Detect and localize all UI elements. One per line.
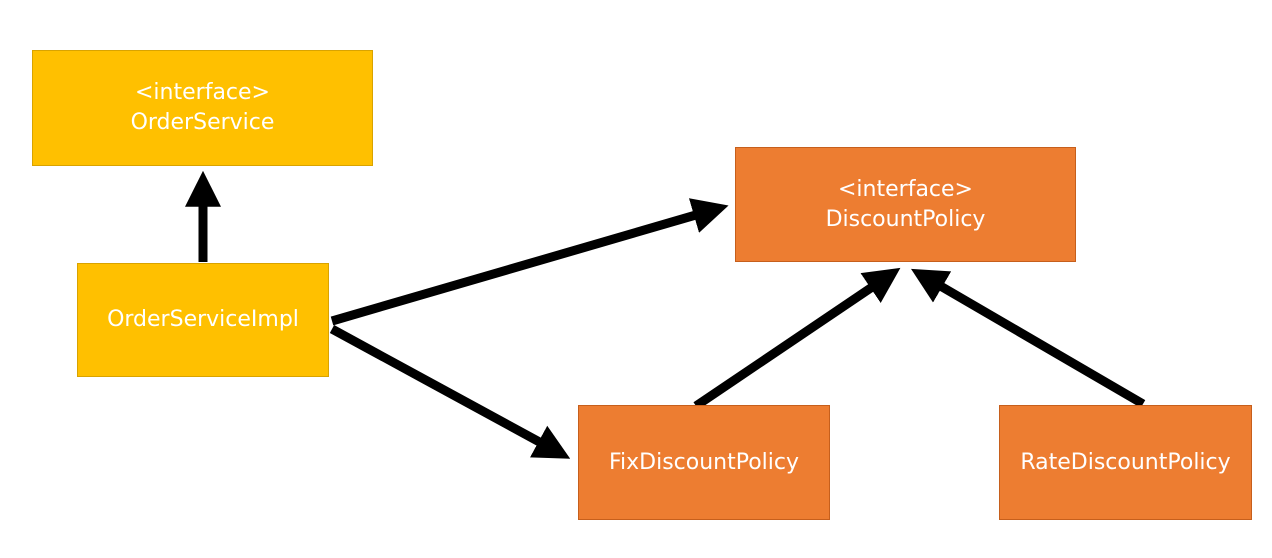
node-order-service-name: OrderService xyxy=(130,110,275,135)
node-rate-discount-policy-name: RateDiscountPolicy xyxy=(1020,449,1231,475)
node-discount-policy-stereotype: <interface> xyxy=(838,176,973,202)
node-order-service: <interface> OrderService xyxy=(32,50,373,166)
node-order-service-stereotype: <interface> xyxy=(135,80,270,105)
node-rate-discount-policy: RateDiscountPolicy xyxy=(999,405,1252,520)
node-discount-policy: <interface> DiscountPolicy xyxy=(735,147,1076,262)
arrow-impl-to-discountpolicy xyxy=(330,198,729,326)
node-discount-policy-name: DiscountPolicy xyxy=(825,206,986,232)
arrow-rate-to-discountpolicy xyxy=(911,268,1146,408)
node-order-service-impl-name: OrderServiceImpl xyxy=(107,307,299,332)
node-order-service-impl: OrderServiceImpl xyxy=(77,263,329,377)
node-fix-discount-policy: FixDiscountPolicy xyxy=(578,405,830,520)
node-fix-discount-policy-name: FixDiscountPolicy xyxy=(608,449,800,475)
arrow-impl-to-fixdiscountpolicy xyxy=(329,325,571,459)
arrow-fix-to-discountpolicy xyxy=(693,267,901,410)
